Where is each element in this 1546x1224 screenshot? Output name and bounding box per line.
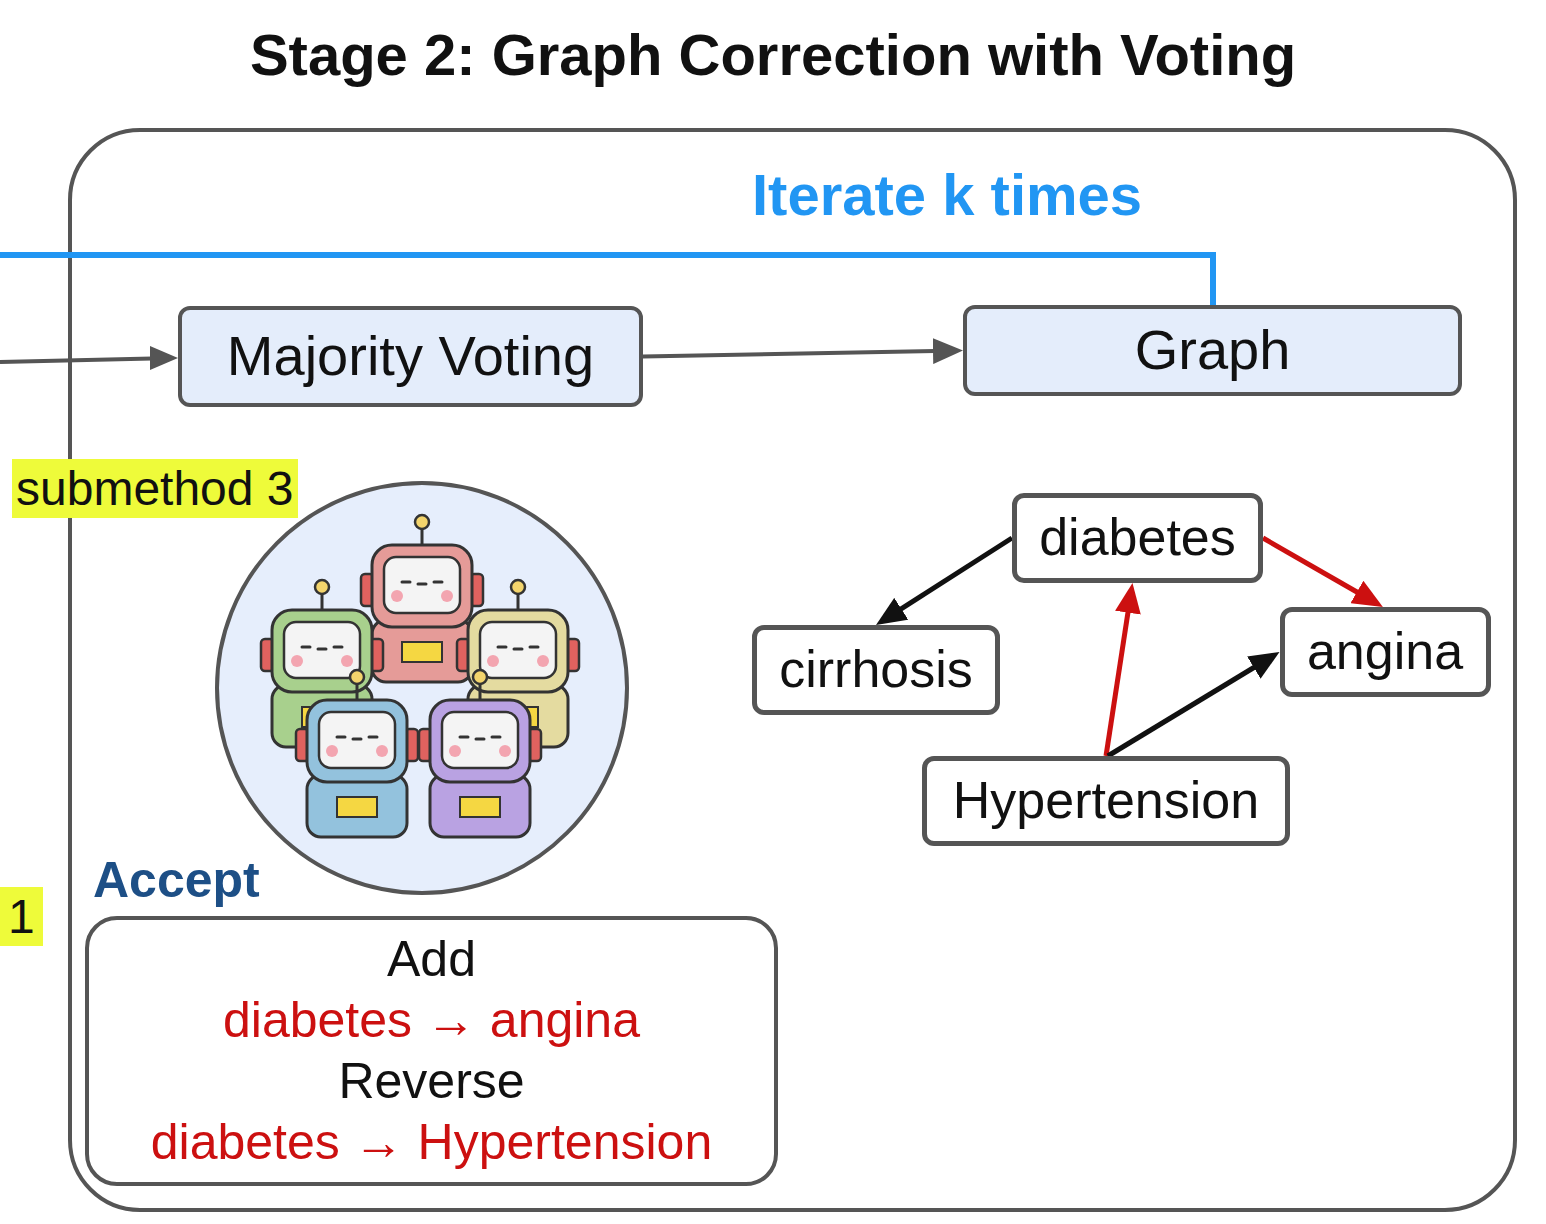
connector-arrow [1108, 667, 1256, 756]
robot-part [302, 646, 310, 649]
edge-rule: diabetes → Hypertension [151, 1112, 712, 1173]
robot-part [430, 700, 530, 782]
robot-part [468, 610, 568, 692]
robot-part [480, 622, 556, 678]
robot-part [376, 745, 388, 757]
figure-title: Stage 2: Graph Correction with Voting [0, 22, 1546, 89]
input-arrow [0, 359, 152, 363]
robot-part [476, 738, 484, 741]
node-label: cirrhosis [779, 640, 973, 700]
robot-part [530, 646, 538, 649]
loop-line [0, 255, 1213, 306]
box-heading: Accept [93, 850, 260, 911]
robot-part [321, 593, 324, 611]
node-label: Majority Voting [227, 324, 594, 388]
action-word: Add [387, 929, 476, 990]
robot-part [402, 581, 410, 584]
node-label: Graph [1135, 318, 1291, 382]
robot-part [372, 620, 472, 682]
robot-part [307, 775, 407, 837]
robot-part [315, 580, 329, 594]
robot-part [326, 745, 338, 757]
robot-part [498, 646, 506, 649]
connector-arrow [1263, 538, 1359, 593]
robot-part [341, 655, 353, 667]
robot-part [337, 797, 377, 817]
action-word: Reverse [338, 1051, 524, 1112]
robot-part [449, 745, 461, 757]
robot-part [272, 610, 372, 692]
robot-part [499, 745, 511, 757]
node-label: angina [1307, 622, 1463, 682]
agents-circle [217, 483, 627, 893]
robot-part [369, 736, 377, 739]
robot-icon [361, 515, 483, 682]
robot-part [318, 648, 326, 651]
accept-box: AcceptAdddiabetes → anginaReversediabete… [85, 916, 778, 1186]
robot-part [460, 797, 500, 817]
robot-part [334, 646, 342, 649]
input-arrowhead [150, 346, 178, 370]
robot-part [384, 557, 460, 613]
robot-part [356, 683, 359, 701]
highlight-tag: 1 [0, 887, 43, 946]
node-label: Hypertension [953, 771, 1259, 831]
stage-panel [70, 130, 1515, 1210]
robot-group [261, 515, 579, 837]
robot-part [391, 590, 403, 602]
edge-rule: diabetes → angina [223, 990, 640, 1051]
connector-arrow [900, 538, 1012, 610]
robot-part [511, 580, 525, 594]
loop-label: Iterate k times [752, 162, 1142, 229]
robot-part [442, 712, 518, 768]
robot-part [418, 583, 426, 586]
robot-icon [296, 670, 418, 837]
robot-part [284, 622, 360, 678]
robot-part [514, 648, 522, 651]
robot-part [421, 528, 424, 546]
robot-part [430, 775, 530, 837]
robot-part [517, 593, 520, 611]
robot-icon [419, 670, 541, 837]
robot-part [492, 736, 500, 739]
graph-node: cirrhosis [752, 625, 1000, 715]
highlight-tag: submethod 3 [12, 459, 298, 518]
robot-part [319, 712, 395, 768]
robot-part [307, 700, 407, 782]
robot-part [537, 655, 549, 667]
graph-node: angina [1280, 607, 1491, 697]
stage-box: Graph [963, 305, 1462, 396]
robot-part [460, 736, 468, 739]
robot-part [350, 670, 364, 684]
graph-node: Hypertension [922, 756, 1290, 846]
robot-part [353, 738, 361, 741]
connector-arrow [643, 351, 935, 356]
connector-arrow [1106, 611, 1128, 756]
node-label: diabetes [1039, 508, 1236, 568]
robot-part [291, 655, 303, 667]
robot-part [337, 736, 345, 739]
stage-box: Majority Voting [178, 306, 643, 407]
robot-part [415, 515, 429, 529]
robot-part [372, 545, 472, 627]
robot-part [487, 655, 499, 667]
robot-part [473, 670, 487, 684]
robot-part [479, 683, 482, 701]
robot-part [402, 642, 442, 662]
robot-part [434, 581, 442, 584]
robot-part [441, 590, 453, 602]
graph-node: diabetes [1012, 493, 1263, 583]
